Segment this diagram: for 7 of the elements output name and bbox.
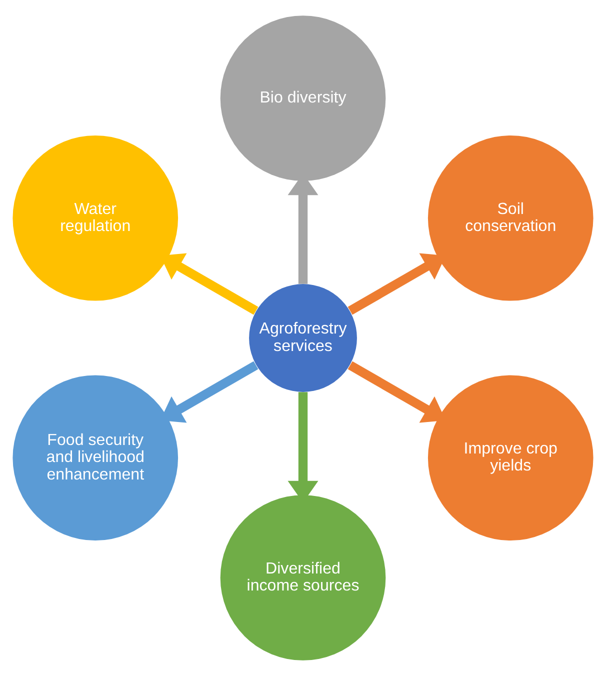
node-circle: Agroforestry services [249, 284, 357, 392]
node-circle: Food security and livelihood enhancement [12, 374, 178, 540]
node-circle: Soil conservation [428, 134, 594, 300]
node-circle: Diversified income sources [220, 494, 386, 660]
node-circle: Water regulation [12, 134, 178, 300]
node-circle: Improve crop yields [428, 374, 594, 540]
node-circle: Bio diversity [220, 15, 386, 180]
